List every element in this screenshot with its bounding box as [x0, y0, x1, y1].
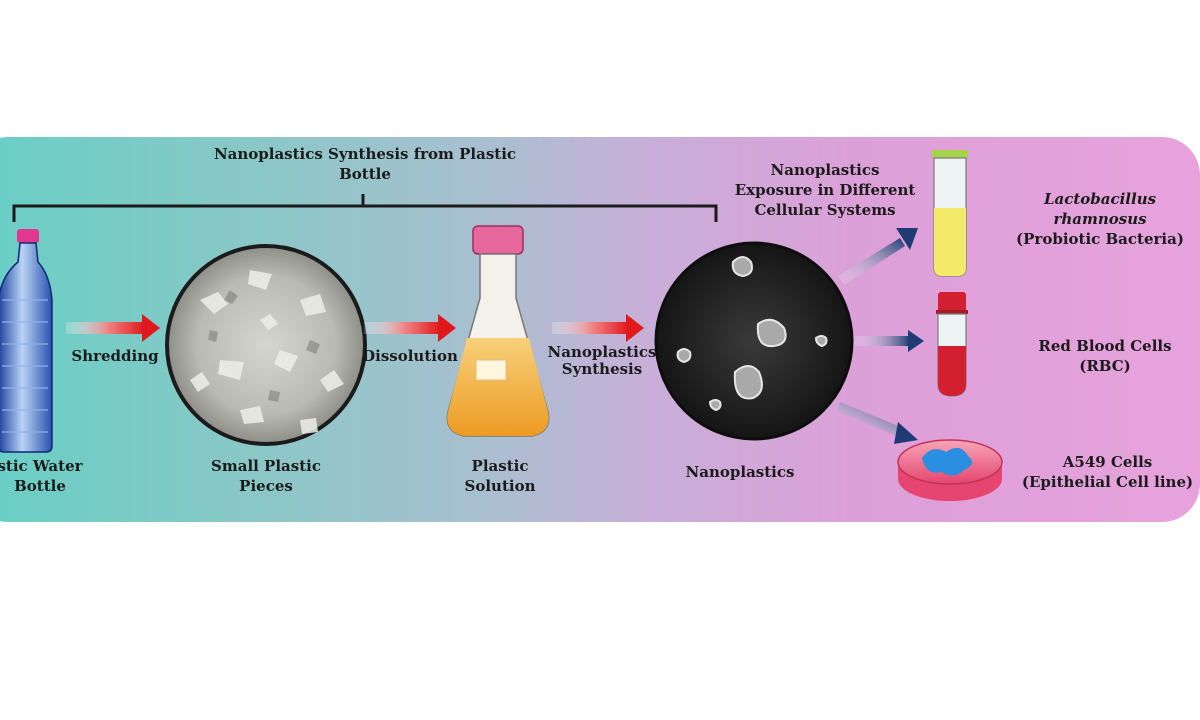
step-label-bottle-line1: stic Water [0, 457, 83, 475]
exposure-heading-line1: Nanoplastics [770, 161, 880, 179]
arrow-label-synthesis-line2: Synthesis [561, 360, 643, 378]
target-a549-line1: A549 Cells [1062, 453, 1153, 471]
a549-petri-dish-icon [897, 439, 1003, 501]
arrow-label-dissolution: Dissolution [350, 346, 470, 366]
exposure-arrows [836, 228, 924, 444]
synthesis-arrows [66, 314, 644, 342]
step-label-nanoplastics: Nanoplastics [660, 462, 820, 482]
step-label-solution-line2: Solution [464, 477, 536, 495]
bacteria-tube-icon [932, 150, 968, 277]
arrow-label-synthesis: Nanoplastics Synthesis [540, 344, 664, 378]
exposure-heading: Nanoplastics Exposure in Different Cellu… [730, 160, 920, 220]
nanoplastics-synthesis-arrow [552, 314, 644, 342]
step-label-solution: Plastic Solution [420, 456, 580, 496]
exposure-heading-line3: Cellular Systems [754, 201, 896, 219]
arrow-label-dissolution-line1: Dissolution [362, 347, 458, 365]
step-label-pieces: Small Plastic Pieces [186, 456, 346, 496]
plastic-solution-flask-icon [446, 225, 550, 437]
target-a549-line2: (Epithelial Cell line) [1021, 473, 1194, 491]
dissolution-arrow [364, 314, 456, 342]
plastic-water-bottle-icon [0, 229, 53, 453]
diagram-title: Nanoplastics Synthesis from Plastic Bott… [160, 144, 570, 184]
step-label-nanoplastics-line1: Nanoplastics [685, 463, 795, 481]
target-bacteria-note: (Probiotic Bacteria) [1016, 230, 1184, 248]
step-label-bottle-line2: Bottle [14, 477, 66, 495]
red-blood-cell-tube-icon [936, 292, 968, 397]
target-bacteria-species: rhamnosus [1053, 210, 1147, 228]
target-bacteria-genus: Lactobacillus [1000, 189, 1200, 209]
target-rbc-line1: Red Blood Cells [1038, 337, 1172, 355]
arrow-label-synthesis-line1: Nanoplastics [547, 343, 657, 361]
target-rbc-line2: (RBC) [1079, 357, 1131, 375]
arrow-label-shredding-line1: Shredding [71, 347, 159, 365]
shredding-arrow [66, 314, 160, 342]
diagram-title-line2: Bottle [339, 165, 391, 183]
target-label-a549: A549 Cells (Epithelial Cell line) [1010, 452, 1200, 492]
small-plastic-pieces-icon [165, 244, 367, 446]
arrow-label-shredding: Shredding [60, 346, 170, 366]
exposure-arrow-a549 [836, 402, 918, 444]
step-label-pieces-line1: Small Plastic [211, 457, 321, 475]
step-label-solution-line1: Plastic [471, 457, 529, 475]
exposure-arrow-rbc [854, 330, 924, 352]
exposure-arrow-bacteria [838, 228, 918, 285]
synthesis-bracket [12, 194, 718, 222]
step-label-bottle: stic Water Bottle [0, 456, 120, 496]
nanoplastics-particles-icon [654, 241, 854, 441]
exposure-heading-line2: Exposure in Different [734, 181, 916, 199]
target-label-rbc: Red Blood Cells (RBC) [1010, 336, 1200, 376]
target-label-bacteria: Lactobacillus rhamnosus (Probiotic Bacte… [1000, 189, 1200, 249]
diagram-title-line1: Nanoplastics Synthesis from Plastic [213, 145, 517, 163]
target-bacteria-genus-text: Lactobacillus [1043, 190, 1157, 208]
step-label-pieces-line2: Pieces [239, 477, 293, 495]
